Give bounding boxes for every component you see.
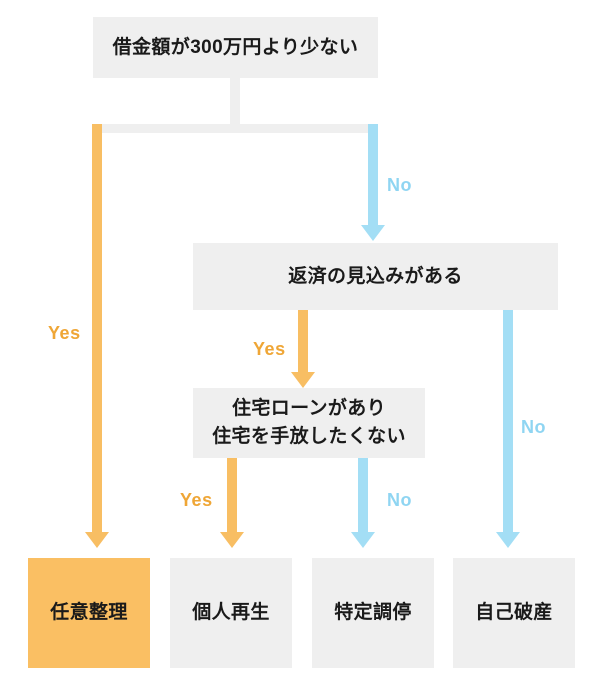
edge-q3-no-line <box>358 458 368 533</box>
question-box-mortgage-keep-home: 住宅ローンがあり 住宅を手放したくない <box>193 388 425 458</box>
edge-q1-yes-line <box>92 124 102 533</box>
edge-q1-yes-arrowhead <box>85 532 109 548</box>
question-box-debt-amount: 借金額が300万円より少ない <box>93 17 378 78</box>
edge-q2-yes-line <box>298 310 308 373</box>
edge-label-q3-no: No <box>387 490 413 510</box>
edge-q3-yes-arrowhead <box>220 532 244 548</box>
edge-q3-yes-line <box>227 458 237 533</box>
result-box-tokutei-chotei-label: 特定調停 <box>334 601 412 623</box>
connector-bar-q1 <box>92 124 378 133</box>
result-box-kojin-saisei: 個人再生 <box>170 558 292 668</box>
edge-label-q1-yes: Yes <box>48 323 81 343</box>
result-box-tokutei-chotei: 特定調停 <box>312 558 434 668</box>
connector-stem-q1 <box>230 78 240 125</box>
result-box-jiko-hasan-label: 自己破産 <box>475 601 553 623</box>
edge-q1-no-arrowhead <box>361 225 385 241</box>
question-box-debt-amount-label: 借金額が300万円より少ない <box>112 36 359 58</box>
question-box-mortgage-keep-home-line1: 住宅ローンがあり <box>231 398 387 420</box>
edge-q2-no-line <box>503 310 513 533</box>
result-box-kojin-saisei-label: 個人再生 <box>192 601 270 623</box>
edge-label-q2-yes: Yes <box>253 339 286 359</box>
edge-q3-no-arrowhead <box>351 532 375 548</box>
result-box-jiko-hasan: 自己破産 <box>453 558 575 668</box>
edge-label-q1-no: No <box>387 175 413 195</box>
edge-q1-no-line <box>368 124 378 226</box>
question-box-repayment-prospect: 返済の見込みがある <box>193 243 558 310</box>
edge-label-q3-yes: Yes <box>180 490 213 510</box>
result-box-nini-seiri-label: 任意整理 <box>50 601 128 623</box>
edge-label-q2-no: No <box>521 417 547 437</box>
edge-q2-no-arrowhead <box>496 532 520 548</box>
question-box-repayment-prospect-label: 返済の見込みがある <box>288 265 463 287</box>
question-box-mortgage-keep-home-line2: 住宅を手放したくない <box>212 426 406 447</box>
edge-q2-yes-arrowhead <box>291 372 315 388</box>
result-box-nini-seiri: 任意整理 <box>28 558 150 668</box>
